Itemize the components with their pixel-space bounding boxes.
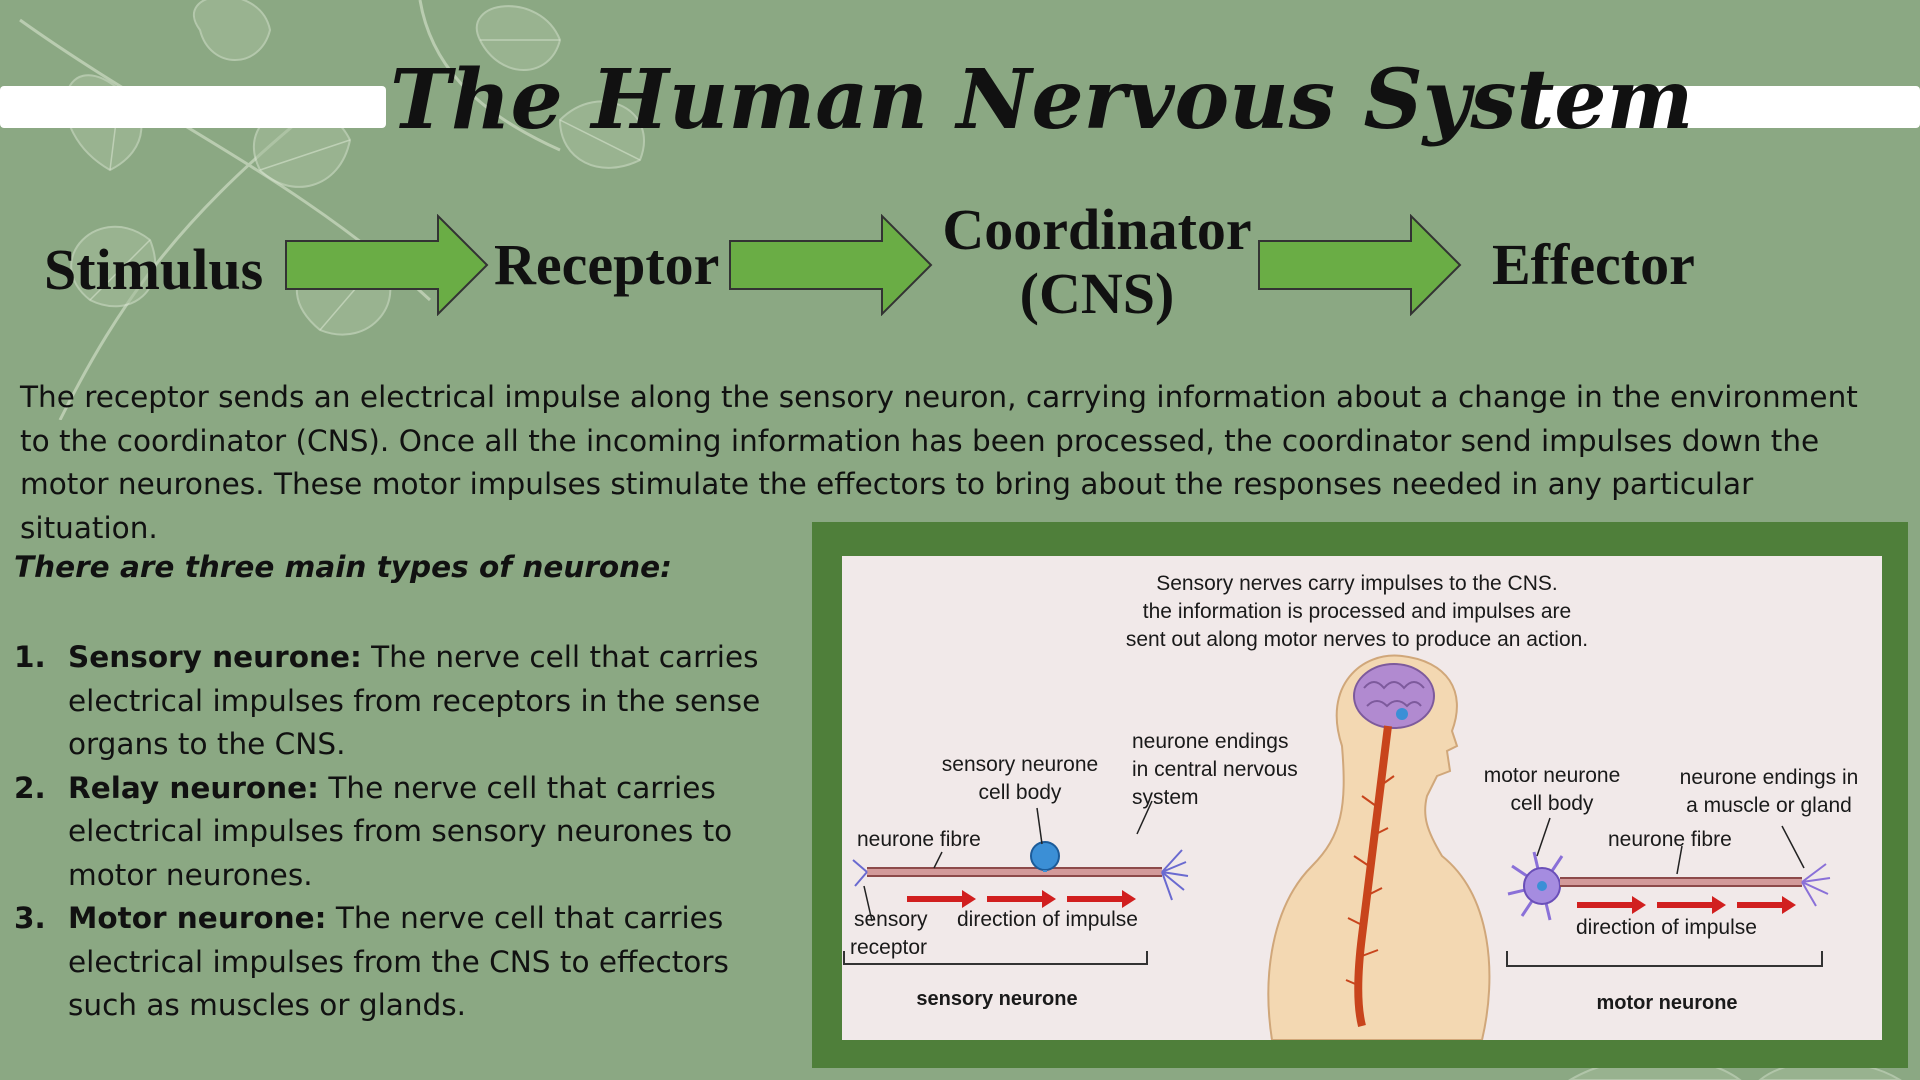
list-description: The nerve cell that carries electrical i… <box>68 640 761 761</box>
label-sensory-cell-body-2: cell body <box>979 781 1062 804</box>
intro-paragraph: The receptor sends an electrical impulse… <box>20 380 1858 545</box>
label-direction-left: direction of impulse <box>957 908 1138 931</box>
title-bar-right <box>1527 86 1920 128</box>
label-neurone-fibre-left: neurone fibre <box>857 828 981 851</box>
human-silhouette <box>1267 654 1491 1040</box>
page-title: The Human Nervous System <box>390 52 1694 148</box>
label-neurone-endings-muscle-1: neurone endings in <box>1680 766 1859 789</box>
list-item: 2. Relay neurone: The nerve cell that ca… <box>14 767 804 898</box>
label-neurone-endings-cns-3: system <box>1132 786 1199 809</box>
label-neurone-endings-muscle-2: a muscle or gland <box>1686 794 1852 817</box>
list-description: The nerve cell that carries electrical i… <box>68 770 733 892</box>
figure-caption-line2: the information is processed and impulse… <box>1143 600 1571 623</box>
list-item: 3. Motor neurone: The nerve cell that ca… <box>14 897 804 1028</box>
label-direction-right: direction of impulse <box>1576 916 1757 939</box>
list-term: Sensory neurone: <box>68 640 362 674</box>
flow-arrow-1 <box>285 214 489 316</box>
flow-effector: Effector <box>1492 232 1695 297</box>
list-item: 1. Sensory neurone: The nerve cell that … <box>14 636 804 767</box>
label-sensory-cell-body-1: sensory neurone <box>942 753 1098 776</box>
list-number: 1. <box>14 640 46 674</box>
label-motor-neurone: motor neurone <box>1596 992 1737 1014</box>
figure-caption-line3: sent out along motor nerves to produce a… <box>1126 628 1588 651</box>
list-term: Motor neurone: <box>68 901 327 935</box>
label-neurone-endings-cns-2: in central nervous <box>1132 758 1298 781</box>
sensory-neurone-drawing <box>843 841 1189 965</box>
list-number: 3. <box>14 901 46 935</box>
flow-stimulus: Stimulus <box>44 237 264 302</box>
label-motor-cell-body-1: motor neurone <box>1484 764 1621 787</box>
flow-coordinator-line2: (CNS) <box>1019 261 1175 326</box>
label-sensory-neurone: sensory neurone <box>916 988 1077 1010</box>
list-description: The nerve cell that carries electrical i… <box>68 901 729 1022</box>
flow-arrow-3 <box>1258 214 1462 316</box>
flow-arrow-2 <box>729 214 933 316</box>
neurone-types-list: 1. Sensory neurone: The nerve cell that … <box>14 636 804 1028</box>
leaf-decoration <box>19 0 645 420</box>
figure-caption-line1: Sensory nerves carry impulses to the CNS… <box>1156 572 1557 595</box>
list-number: 2. <box>14 770 46 805</box>
label-sensory-receptor-2: receptor <box>850 936 927 959</box>
flow-coordinator: Coordinator (CNS) <box>942 198 1252 326</box>
label-motor-cell-body-2: cell body <box>1511 792 1594 815</box>
list-term: Relay neurone: <box>68 770 319 805</box>
label-neurone-endings-cns-1: neurone endings <box>1132 730 1288 753</box>
title-bar-left <box>0 86 386 128</box>
flow-coordinator-line1: Coordinator <box>942 197 1252 262</box>
types-heading: There are three main types of neurone: <box>14 550 672 584</box>
label-neurone-fibre-right: neurone fibre <box>1608 828 1732 851</box>
neurone-figure: Sensory nerves carry impulses to the CNS… <box>842 556 1882 1040</box>
label-sensory-receptor-1: sensory <box>854 908 928 931</box>
motor-neurone-drawing <box>1506 851 1831 967</box>
flow-receptor: Receptor <box>494 232 720 297</box>
